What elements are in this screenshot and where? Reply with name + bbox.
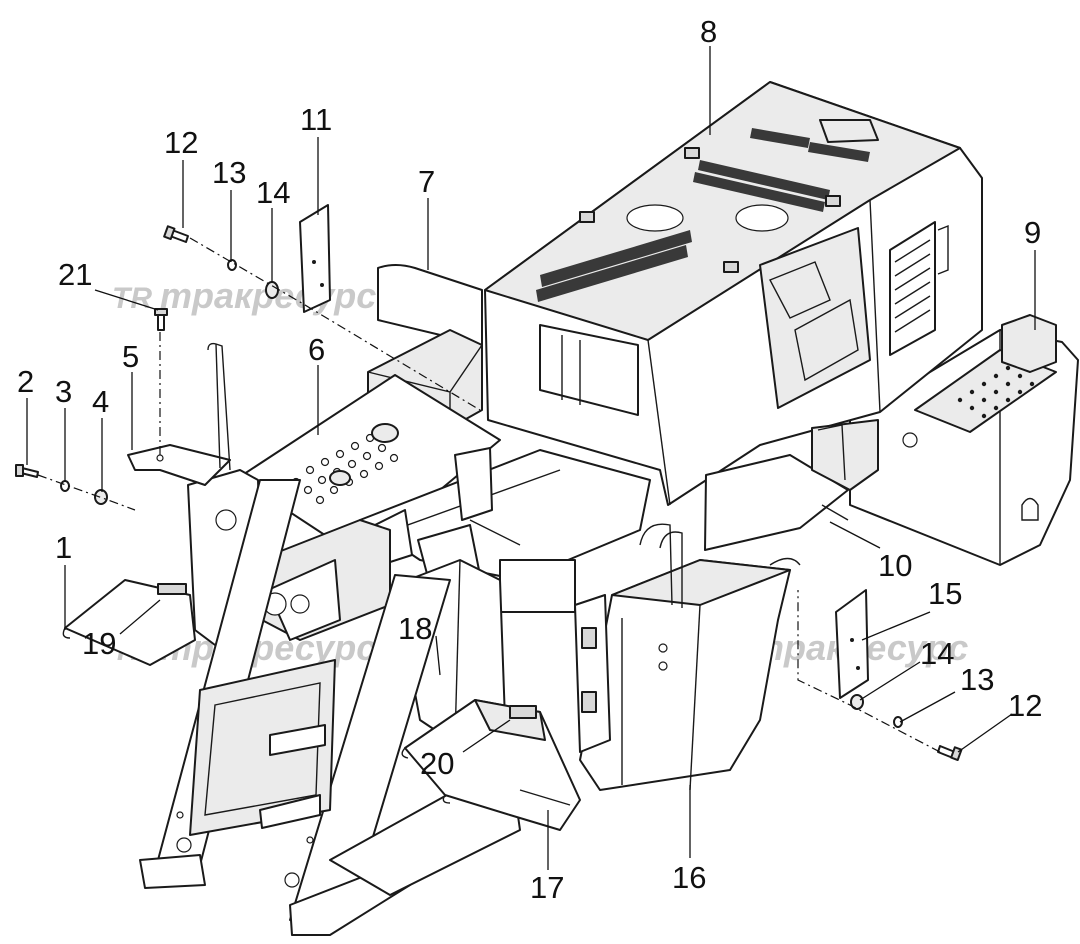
callout-7: 7 (418, 164, 435, 199)
front-step (401, 699, 581, 831)
lock-washer (60, 480, 70, 492)
callout-15: 15 (928, 576, 962, 611)
callout-12-bottom: 12 (1008, 688, 1042, 723)
side-panel-left (299, 204, 331, 313)
bolt (154, 308, 168, 331)
callout-16: 16 (672, 860, 706, 895)
lock-washer (227, 259, 237, 271)
callout-17: 17 (530, 870, 564, 905)
callout-14-bottom: 14 (920, 636, 954, 671)
callout-18: 18 (398, 611, 432, 646)
flat-washer (265, 281, 279, 299)
flat-washer (94, 489, 108, 505)
bolt (937, 745, 963, 762)
callout-6: 6 (308, 332, 325, 367)
cab (484, 81, 983, 506)
roof-vents (536, 128, 870, 302)
watermark-text: тракресурс (160, 627, 376, 668)
front-right-brackets (574, 594, 611, 753)
callout-10: 10 (878, 548, 912, 583)
right-fender (704, 419, 879, 551)
callout-9: 9 (1024, 215, 1041, 250)
side-panel-right (835, 589, 869, 699)
callout-11: 11 (300, 102, 332, 137)
callout-8: 8 (700, 14, 717, 49)
flat-washer (850, 694, 864, 710)
callout-1: 1 (55, 530, 72, 565)
main-frame (127, 342, 651, 741)
watermark-logo: TR (112, 282, 152, 315)
callout-13-top: 13 (212, 155, 246, 190)
bolt (163, 225, 189, 243)
callout-4: 4 (92, 384, 109, 419)
callout-2: 2 (17, 364, 34, 399)
front-fender (579, 523, 801, 791)
callout-labels: 8 9 7 6 5 11 12 13 14 21 2 3 4 1 19 18 2… (17, 14, 1042, 905)
left-foot-plate (62, 579, 196, 666)
callout-21: 21 (58, 257, 92, 292)
assembly-lines (37, 237, 941, 753)
lock-washer (893, 716, 903, 728)
callout-3: 3 (55, 374, 72, 409)
callout-14-top: 14 (256, 175, 290, 210)
callout-12-top: 12 (164, 125, 198, 160)
battery-box-holes (957, 365, 1035, 419)
callout-19: 19 (82, 626, 116, 661)
watermark: TR тракресурс (112, 275, 376, 316)
callout-5: 5 (122, 339, 139, 374)
callout-13-bottom: 13 (960, 662, 994, 697)
leader-lines (26, 46, 1036, 870)
callout-20: 20 (420, 746, 454, 781)
bolt (15, 464, 39, 478)
